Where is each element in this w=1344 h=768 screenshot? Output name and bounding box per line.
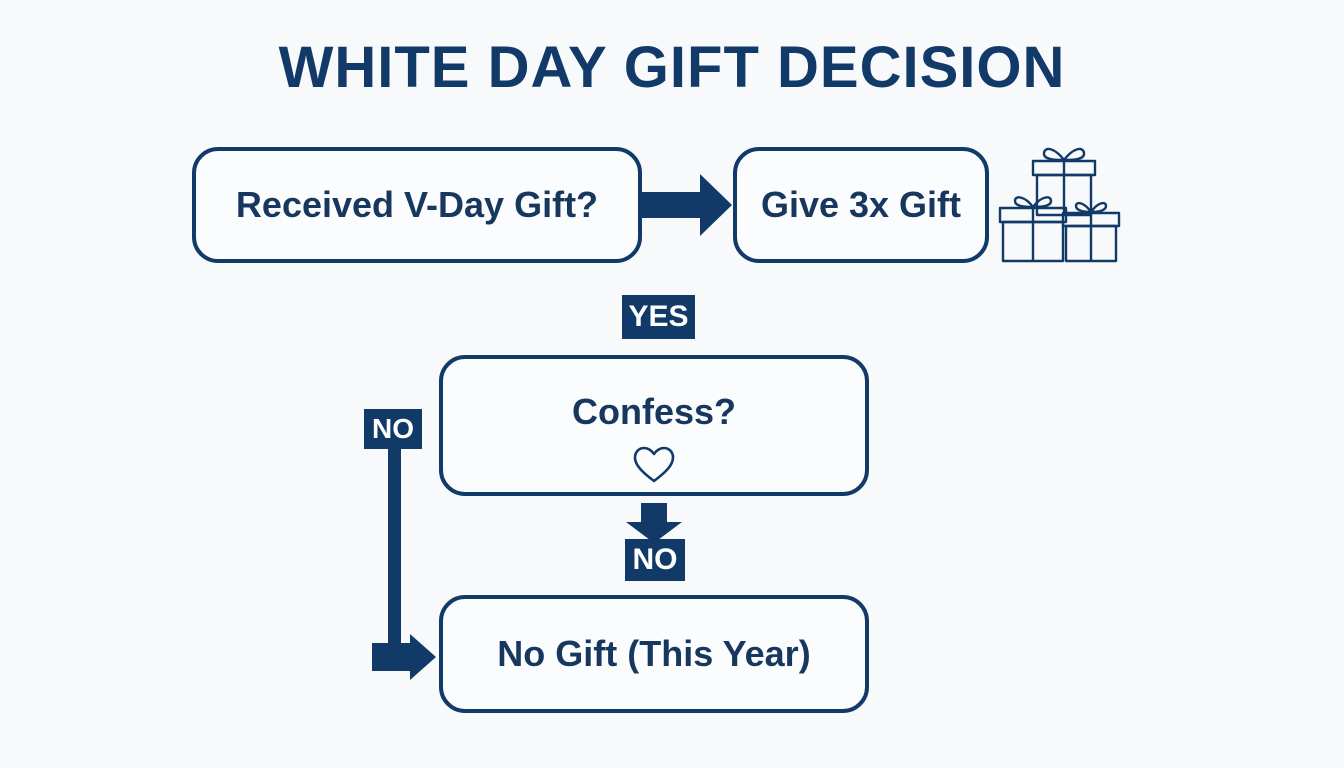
edge-label-no-mid: NO xyxy=(625,539,685,581)
node-no-gift: No Gift (This Year) xyxy=(439,595,869,713)
arrow-received-to-give xyxy=(642,174,732,236)
heart-icon xyxy=(633,446,675,483)
edge-label-no-left: NO xyxy=(364,409,422,449)
node-no-gift-label: No Gift (This Year) xyxy=(497,633,811,674)
node-give-gift: Give 3x Gift xyxy=(733,147,989,263)
arrow-no-to-nogift xyxy=(372,634,436,680)
no-branch-line xyxy=(388,449,401,646)
arrow-confess-down xyxy=(626,503,682,543)
node-received-gift: Received V-Day Gift? xyxy=(192,147,642,263)
node-give-gift-label: Give 3x Gift xyxy=(760,184,962,225)
node-confess: Confess? xyxy=(439,355,869,496)
node-confess-label: Confess? xyxy=(571,391,737,432)
diagram-title: WHITE DAY GIFT DECISION xyxy=(278,35,1066,100)
node-received-gift-label: Received V-Day Gift? xyxy=(235,184,599,225)
edge-label-yes: YES xyxy=(622,295,695,339)
gift-stack-icon xyxy=(998,147,1121,263)
